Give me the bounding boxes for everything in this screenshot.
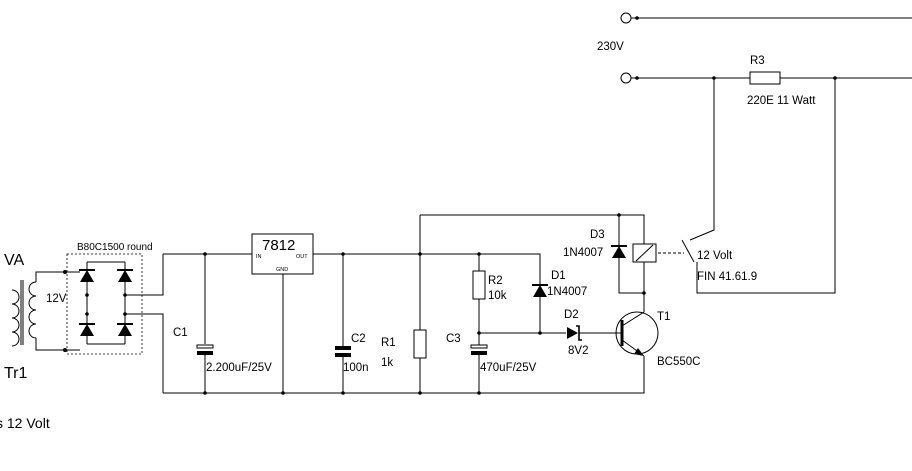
diode-d2-ref: D2 (564, 309, 579, 321)
mains-terminal-top (620, 12, 632, 24)
capacitor-c2-value: 100n (343, 362, 369, 374)
diode-d1-ref: D1 (551, 270, 566, 282)
mains-terminal-bottom (620, 72, 632, 84)
transformer-secondary-label: 12V (46, 293, 67, 305)
bridge-outline (66, 253, 143, 355)
diode-d2-value: 8V2 (568, 345, 588, 357)
transistor-t1-value: BC550C (657, 356, 700, 368)
junction-dot (635, 76, 639, 80)
bridge-plus-wire (125, 254, 164, 296)
resistor-r3-value: 220E 11 Watt (747, 95, 816, 107)
resistor-r1-value: 1k (381, 357, 393, 369)
bridge-label: B80C1500 round (77, 242, 153, 253)
capacitor-c3: C3 470uF/25V (446, 331, 537, 393)
zener-diode-d2: D2 8V2 (564, 309, 620, 357)
diode-d1-symbol (533, 285, 547, 297)
resistor-r2-value: 10k (488, 290, 507, 302)
diode-d1: D1 1N4007 (532, 270, 587, 335)
resistor-r2-ref: R2 (488, 275, 503, 287)
primary-coil (11, 289, 20, 347)
relay-supply-wire (420, 214, 645, 301)
resistor-r1: R1 1k (381, 215, 427, 393)
capacitor-c1-ref: C1 (173, 327, 188, 339)
capacitor-c2-ref: C2 (351, 333, 366, 345)
resistor-r1-body (413, 329, 427, 359)
junction-dot (635, 16, 639, 20)
resistor-r3-ref: R3 (750, 55, 765, 67)
diode-d3-value: 1N4007 (563, 247, 603, 259)
bridge-diode (80, 270, 94, 282)
bridge-diode (118, 270, 132, 282)
relay-return-wire (696, 78, 836, 294)
resistor-r1-ref: R1 (381, 337, 396, 349)
transformer-tr1: VA 12V Tr1 s 12 Volt (0, 252, 67, 431)
capacitor-c2: C2 100n (335, 254, 369, 393)
relay-coil (632, 215, 657, 293)
relay-switch-blade (681, 239, 695, 263)
relay-voltage-label: 12 Volt (697, 250, 733, 262)
transformer-caption: s 12 Volt (0, 415, 50, 431)
regulator-pin-gnd: GND (276, 267, 288, 273)
capacitor-c3-ref: C3 (446, 333, 461, 345)
relay-contact-wire (689, 78, 715, 241)
diode-d1-value: 1N4007 (547, 286, 587, 298)
capacitor-c1-value: 2.200uF/25V (206, 362, 272, 374)
bridge-diode (118, 324, 132, 336)
bridge-minus-wire (125, 313, 164, 393)
voltage-regulator: 7812 IN OUT GND (251, 233, 314, 393)
resistor-r3: R3 220E 11 Watt (747, 55, 912, 107)
transistor-t1: T1 BC550C (615, 301, 700, 374)
capacitor-c3-value: 470uF/25V (480, 362, 537, 374)
regulator-pin-in: IN (256, 254, 262, 260)
diode-d3-symbol (612, 246, 626, 258)
transformer-power-label: VA (4, 252, 24, 269)
relay-type-label: FIN 41.61.9 (697, 271, 757, 283)
resistor-r3-body (749, 71, 781, 85)
capacitor-c1: C1 2.200uF/25V (173, 254, 272, 393)
regulator-label: 7812 (262, 237, 295, 254)
regulator-pin-out: OUT (296, 254, 308, 260)
bridge-diode (80, 324, 94, 336)
mains-voltage-label: 230V (597, 41, 624, 53)
ground-rail (163, 374, 645, 394)
transformer-ref: Tr1 (4, 365, 28, 382)
secondary-coil (28, 281, 37, 339)
diode-d2-symbol (567, 327, 578, 339)
diode-d3-ref: D3 (590, 229, 605, 241)
diode-d3: D3 1N4007 (563, 215, 646, 295)
bridge-rectifier: B80C1500 round (65, 242, 164, 393)
transistor-t1-ref: T1 (657, 311, 670, 323)
resistor-r2-body (472, 270, 486, 300)
resistor-r2: R2 10k (472, 254, 507, 345)
mains-input: 230V (597, 12, 912, 84)
